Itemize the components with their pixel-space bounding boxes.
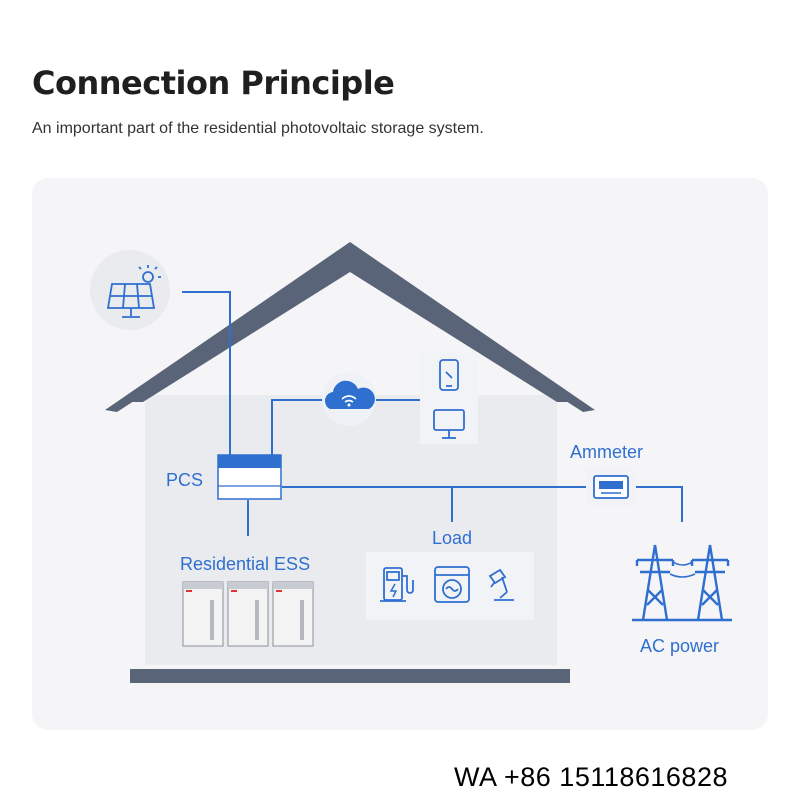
- monitor-icon: [433, 409, 465, 439]
- connection-lines: [182, 291, 683, 536]
- house-floor: [130, 669, 570, 683]
- battery-unit: [182, 581, 224, 647]
- cloud-wifi-icon: [322, 372, 376, 426]
- solar-panel-icon: [90, 250, 170, 330]
- devices-box: [420, 352, 478, 444]
- ess-battery-stack: [182, 581, 314, 647]
- cloud-line: [271, 399, 323, 455]
- ev-charger-icon: [380, 567, 414, 602]
- ac-power-label: AC power: [640, 636, 719, 656]
- ammeter-label: Ammeter: [570, 442, 643, 462]
- load-box: [366, 552, 534, 620]
- ess-label: Residential ESS: [180, 554, 310, 574]
- pcs-unit: [217, 454, 282, 500]
- desk-lamp-icon: [488, 568, 514, 601]
- washing-machine-icon: [434, 566, 470, 603]
- solar-line: [182, 291, 231, 455]
- contact-watermark: WA +86 15118616828: [454, 762, 728, 792]
- page-subtitle: An important part of the residential pho…: [32, 120, 484, 137]
- pcs-label: PCS: [166, 470, 203, 490]
- meter-line: [632, 486, 683, 522]
- battery-unit: [272, 581, 314, 647]
- page-title: Connection Principle: [32, 64, 395, 102]
- smartphone-icon: [439, 359, 459, 391]
- battery-unit: [227, 581, 269, 647]
- power-tower-icon: [632, 544, 732, 622]
- load-label: Load: [432, 528, 472, 548]
- ammeter-icon: [586, 468, 636, 506]
